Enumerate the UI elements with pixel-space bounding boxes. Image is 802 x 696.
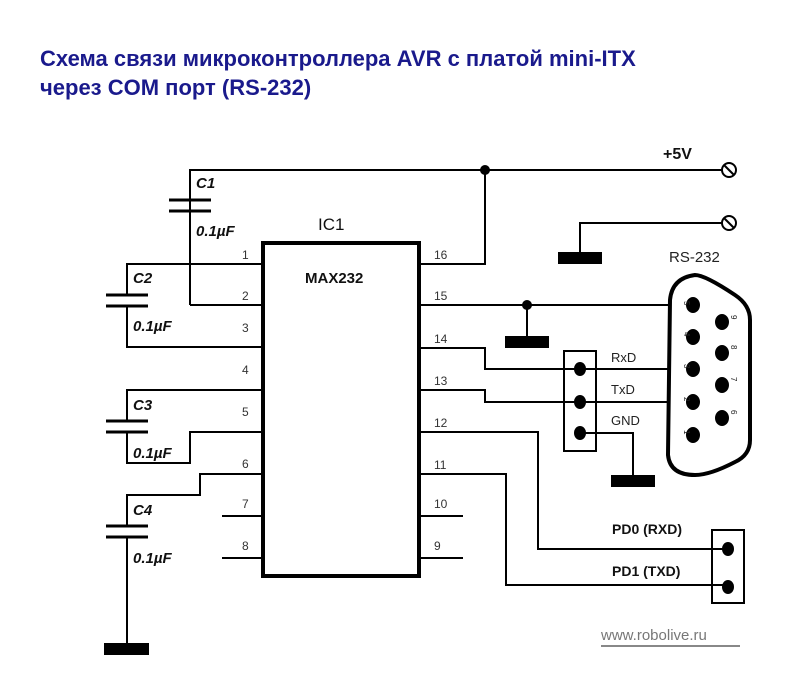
pin-label-7: 7	[242, 497, 249, 511]
pin-label-9: 9	[434, 539, 441, 553]
junction-dot	[480, 165, 490, 175]
db9-pin-1	[686, 427, 700, 443]
pin-label-5: 5	[242, 405, 249, 419]
db9-pin-label-9: 9	[729, 315, 738, 320]
gnd-terminal-wire	[579, 222, 722, 255]
ground-symbol	[505, 336, 549, 348]
db9-pin-6	[715, 410, 729, 426]
pin-label-10: 10	[434, 497, 448, 511]
gnd-label: GND	[611, 413, 640, 428]
header-2pin	[711, 529, 745, 604]
pin-12-wire	[419, 431, 724, 550]
pin-label-2: 2	[242, 289, 249, 303]
pin-4-wire	[126, 389, 263, 421]
db9-pin-label-7: 7	[729, 377, 738, 382]
c4-value: 0.1µF	[133, 550, 172, 567]
txd-label: TxD	[611, 382, 635, 397]
db9-pin-9	[715, 314, 729, 330]
db9-pin-label-4: 4	[682, 332, 691, 337]
pin-5-wire	[126, 431, 263, 464]
title-line-2: через COM порт (RS-232)	[40, 75, 312, 100]
db9-pin-label-3: 3	[682, 364, 691, 369]
c1-value: 0.1µF	[196, 223, 235, 240]
db9-pin-label-1: 1	[682, 430, 691, 435]
header-pin-rxd	[574, 362, 586, 376]
header-pin-txd	[574, 395, 586, 409]
db9-pin-7	[715, 377, 729, 393]
pin-label-12: 12	[434, 416, 448, 430]
ground-symbol	[611, 475, 655, 487]
pin-3-wire	[126, 306, 263, 348]
vcc-label: +5V	[663, 146, 692, 163]
db9-pin-5	[686, 297, 700, 313]
ground-symbol	[558, 252, 602, 264]
pin-6-wire	[126, 473, 263, 526]
c1-ref: C1	[196, 175, 215, 192]
pin-11-wire	[419, 473, 724, 586]
website-link[interactable]: www.robolive.ru	[600, 627, 707, 644]
c3-ref: C3	[133, 397, 153, 414]
c3-value: 0.1µF	[133, 445, 172, 462]
pin-label-6: 6	[242, 457, 249, 471]
pin-13-wire	[419, 389, 688, 403]
c4-ref: C4	[133, 502, 153, 519]
gnd-wire	[580, 432, 634, 477]
db9-pin-label-8: 8	[729, 345, 738, 350]
pd1-label: PD1 (TXD)	[612, 563, 680, 579]
c2-ref: C2	[133, 270, 153, 287]
header-3pin	[563, 350, 597, 452]
db9-pin-label-5: 5	[682, 301, 691, 306]
pin-14-wire	[419, 347, 688, 370]
db9-pin-3	[686, 361, 700, 377]
pin-16-wire	[419, 170, 486, 265]
db9-pin-label-2: 2	[682, 397, 691, 402]
pin-1-wire	[126, 263, 263, 295]
pin-label-8: 8	[242, 539, 249, 553]
pin-label-13: 13	[434, 374, 448, 388]
pin-label-11: 11	[434, 458, 447, 472]
db9-pin-label-6: 6	[729, 410, 738, 415]
vcc-terminal-icon	[721, 162, 737, 178]
db9-pin-8	[715, 345, 729, 361]
rs232-label: RS-232	[669, 249, 720, 266]
header-pin-pd1	[722, 580, 734, 594]
pin-label-1: 1	[242, 248, 249, 262]
pin-label-14: 14	[434, 332, 448, 346]
pin-label-4: 4	[242, 363, 249, 377]
ic-part-label: MAX232	[305, 270, 363, 287]
gnd-terminal-icon	[721, 215, 737, 231]
pin-label-16: 16	[434, 248, 448, 262]
ic-ref-label: IC1	[318, 215, 344, 234]
pin-label-15: 15	[434, 289, 448, 303]
ground-symbol	[104, 643, 149, 655]
db9-pin-2	[686, 394, 700, 410]
db9-pin-4	[686, 329, 700, 345]
db9-connector: 5 4 3 2 1 9 8 7 6	[665, 272, 752, 478]
vcc-wire	[189, 169, 722, 215]
schematic-title: Схема связи микроконтроллера AVR с плато…	[40, 44, 636, 102]
rxd-label: RxD	[611, 350, 636, 365]
header-pin-pd0	[722, 542, 734, 556]
title-line-1: Схема связи микроконтроллера AVR с плато…	[40, 46, 636, 71]
ic-body	[261, 241, 421, 578]
pin-label-3: 3	[242, 321, 249, 335]
c2-value: 0.1µF	[133, 318, 172, 335]
pd0-label: PD0 (RXD)	[612, 521, 682, 537]
